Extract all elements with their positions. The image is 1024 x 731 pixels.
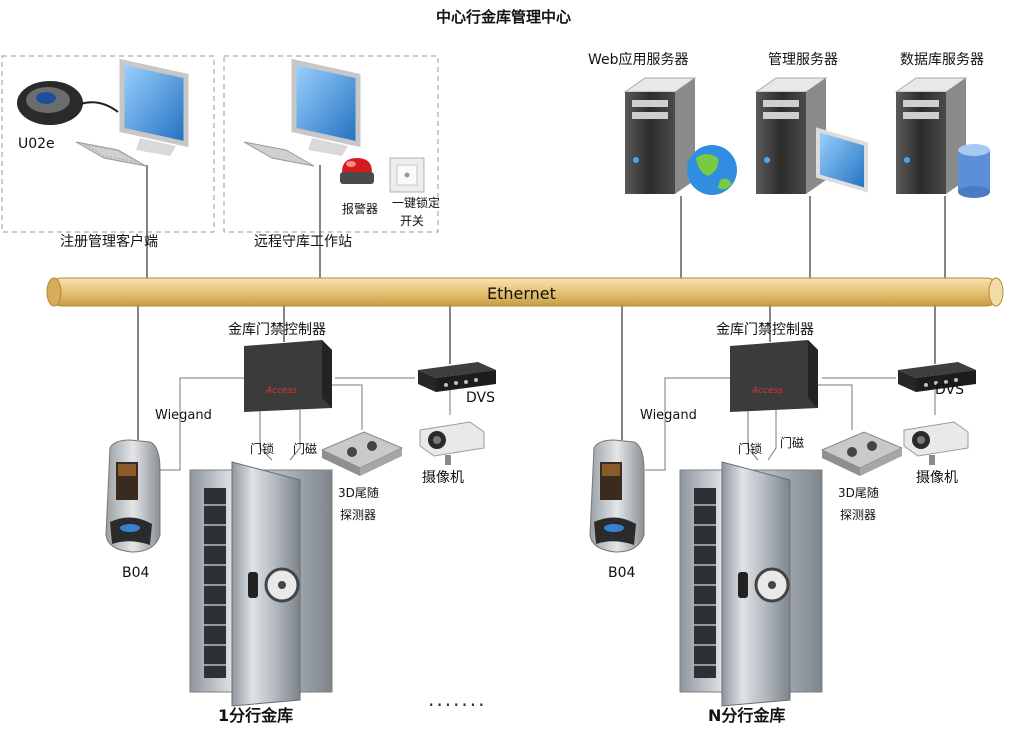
alarm-label: 报警器 [342,202,379,216]
registration-client-box [1,55,215,233]
branch-name: N分行金库 [708,706,786,725]
controller-label: 金库门禁控制器 [228,322,326,338]
camera-label: 摄像机 [422,470,464,486]
diagram-title: 中心行金库管理中心 [436,8,572,26]
controller-brand: Access [752,386,783,396]
vault-door-icon [189,461,333,707]
ethernet-bus [46,277,1004,307]
remote-station-box [223,55,439,233]
access-controller-icon [244,340,332,412]
reader-label: B04 [122,565,150,581]
lock-switch-icon [389,157,425,193]
database-server-icon [894,77,990,198]
wiegand-label: Wiegand [640,408,697,423]
door-lock-label: 门锁 [250,442,275,456]
dvs-label: DVS [935,382,964,398]
branch-name: 1分行金库 [218,706,294,725]
alarm-light-icon [340,158,374,184]
b04-reader-icon [105,439,161,553]
lock-switch-label-line2: 开关 [400,214,425,228]
web-server-icon [623,77,737,195]
keyboard-icon [243,141,315,167]
registration-client-icon [17,58,189,167]
branch-wiring [160,377,936,471]
branch-separator: ······· [428,693,487,717]
web-server-label: Web应用服务器 [588,52,689,68]
controller-brand: Access [266,386,297,396]
database-server-label: 数据库服务器 [900,52,984,68]
access-controller-icon [730,340,818,412]
controller-label: 金库门禁控制器 [716,322,814,338]
detector-label-line1: 3D尾随 [338,486,379,500]
ethernet-label: Ethernet [487,284,556,303]
3d-detector-icon [820,431,904,476]
detector-label-line1: 3D尾随 [838,486,879,500]
vault-door-icon [679,461,823,707]
detector-label-line2: 探测器 [840,508,877,522]
connection-lines [137,165,946,440]
management-server-icon [754,77,868,194]
door-sensor-label: 门磁 [780,436,805,450]
dvs-device-icon [898,362,976,392]
keyboard-icon [75,141,147,167]
remote-station-icon [243,58,425,193]
camera-label: 摄像机 [916,470,958,486]
computer-monitor-icon [291,58,361,156]
door-sensor-label: 门磁 [293,442,318,456]
detector-label-line2: 探测器 [340,508,377,522]
b04-reader-icon [589,439,645,553]
dvs-device-icon [418,362,496,392]
door-lock-label: 门锁 [738,442,763,456]
lock-switch-label-line1: 一键锁定 [392,196,441,210]
computer-monitor-icon [119,58,189,156]
registration-client-label: 注册管理客户端 [60,234,158,250]
management-server-label: 管理服务器 [768,52,838,68]
remote-station-label: 远程守库工作站 [254,234,352,250]
reader-label: B04 [608,565,636,581]
camera-icon [419,421,485,465]
u02e-scanner-icon [17,81,119,125]
3d-detector-icon [320,431,404,476]
u02e-label: U02e [18,136,55,152]
wiegand-label: Wiegand [155,408,212,423]
dvs-label: DVS [466,390,495,406]
camera-icon [903,421,969,465]
